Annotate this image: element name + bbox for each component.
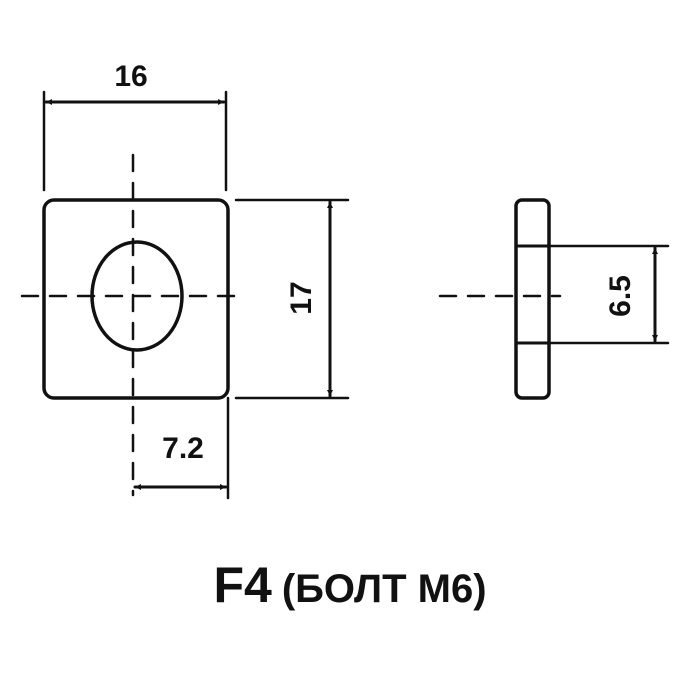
terminal-bolt-note: (БОЛТ М6) bbox=[281, 567, 487, 611]
terminal-plate-front bbox=[42, 198, 230, 400]
dimension-label-thickness: 6.5 bbox=[604, 275, 637, 317]
dimension-label-width: 16 bbox=[114, 60, 147, 93]
dimension-label-offset: 7.2 bbox=[162, 432, 204, 465]
terminal-code: F4 bbox=[213, 557, 272, 613]
terminal-plate-side bbox=[514, 198, 551, 400]
dimension-label-height: 17 bbox=[285, 281, 318, 314]
terminal-caption: F4(БОЛТ М6) bbox=[0, 556, 700, 614]
